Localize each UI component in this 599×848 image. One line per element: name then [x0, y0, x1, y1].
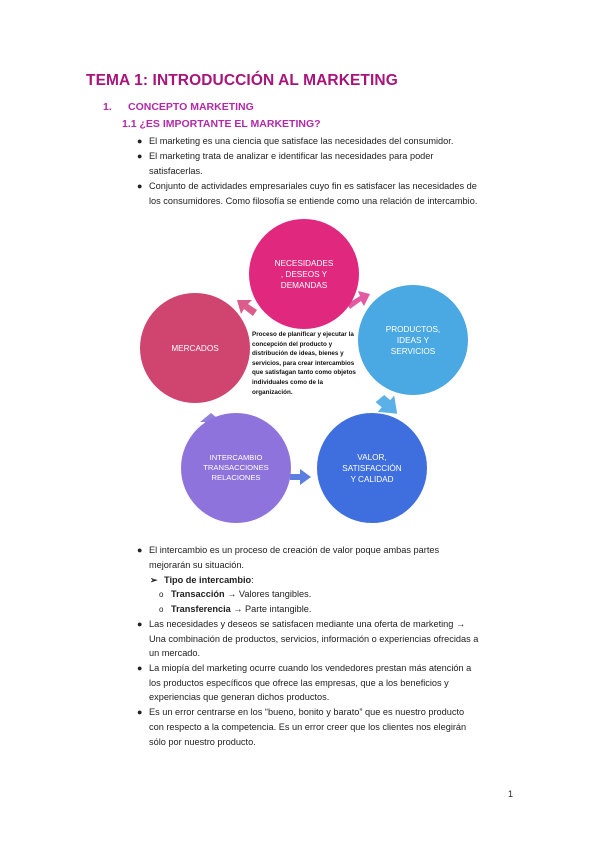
bullet-icon: ●: [137, 151, 143, 161]
bullet-continuation: con respecto a la competencia. Es un err…: [149, 722, 467, 732]
bullet-icon: ●: [137, 663, 143, 673]
section-heading: 1. CONCEPTO MARKETING: [103, 101, 254, 113]
bullet-text: Es un error centrarse en los “bueno, bon…: [149, 707, 465, 717]
arrow-bullet-icon: ➢: [150, 575, 158, 585]
bullet-item: ● Las necesidades y deseos se satisfacen…: [137, 617, 466, 633]
tipo-colon: :: [251, 575, 254, 585]
diagram-center-text: Proceso de planificar y ejecutar la conc…: [252, 331, 356, 396]
sub-sub-bullet-item: o Transacción → Valores tangibles.: [159, 587, 312, 603]
bullet-continuation: los consumidores. Como filosofía se enti…: [149, 196, 478, 206]
section-label: CONCEPTO MARKETING: [128, 101, 254, 113]
bullet-continuation: experiencias que generan dichos producto…: [149, 692, 330, 702]
transferencia-bold: Transferencia: [171, 604, 231, 614]
node-label: NECESIDADES , DESEOS Y DEMANDAS: [274, 258, 334, 290]
arrow-icon: [347, 291, 370, 309]
bullet-text: El intercambio es un proceso de creación…: [149, 545, 440, 555]
tipo-label: Tipo de intercambio: [164, 575, 252, 585]
node-mercados: MERCADOS: [140, 293, 250, 403]
node-intercambio: INTERCAMBIO TRANSACCIONES RELACIONES: [181, 413, 291, 523]
bullet-item: ● La miopía del marketing ocurre cuando …: [137, 661, 472, 677]
page-number: 1: [508, 789, 514, 799]
bullet-icon: ●: [137, 707, 143, 717]
node-productos: PRODUCTOS, IDEAS Y SERVICIOS: [358, 285, 468, 395]
bullet-continuation: satisfacerlas.: [149, 166, 203, 176]
bullet-continuation: mejorarán su situación.: [149, 560, 244, 570]
arrow-icon: [375, 394, 398, 414]
arrow-icon: [237, 300, 257, 316]
bullet-item: ● El intercambio es un proceso de creaci…: [137, 543, 440, 559]
bullet-continuation: sólo por nuestro producto.: [149, 737, 256, 747]
transaccion-rest: → Valores tangibles.: [224, 589, 312, 599]
bullet-item: ● Es un error centrarse en los “bueno, b…: [137, 705, 465, 721]
transferencia-rest: → Parte intangible.: [230, 604, 312, 614]
subsection-heading: 1.1 ¿ES IMPORTANTE EL MARKETING?: [122, 118, 321, 130]
node-necesidades: NECESIDADES , DESEOS Y DEMANDAS: [249, 219, 359, 329]
node-label: PRODUCTOS, IDEAS Y SERVICIOS: [385, 324, 441, 356]
circle-bullet-icon: o: [159, 605, 164, 614]
transaccion-bold: Transacción: [171, 589, 225, 599]
bullet-icon: ●: [137, 545, 143, 555]
node-label: VALOR, SATISFACCIÓN Y CALIDAD: [342, 452, 402, 484]
bullet-icon: ●: [137, 619, 143, 629]
bullet-continuation: un mercado.: [149, 648, 201, 658]
bullet-text: La miopía del marketing ocurre cuando lo…: [149, 663, 472, 673]
circle-bullet-icon: o: [159, 590, 164, 599]
bullet-item: ● El marketing trata de analizar e ident…: [137, 149, 434, 165]
node-valor: VALOR, SATISFACCIÓN Y CALIDAD: [317, 413, 427, 523]
node-label: MERCADOS: [171, 343, 219, 353]
sub-sub-bullet-item: o Transferencia → Parte intangible.: [159, 602, 312, 618]
bullet-text: El marketing es una ciencia que satisfac…: [149, 136, 454, 146]
bullet-icon: ●: [137, 181, 143, 191]
bullet-text: El marketing trata de analizar e identif…: [149, 151, 434, 161]
arrow-icon: [290, 469, 311, 485]
bullet-item: ● El marketing es una ciencia que satisf…: [137, 134, 454, 150]
sub-bullet-item: ➢ Tipo de intercambio:: [150, 573, 254, 589]
bullet-text: Conjunto de actividades empresariales cu…: [149, 181, 477, 191]
bullet-icon: ●: [137, 136, 143, 146]
page-title: TEMA 1: INTRODUCCIÓN AL MARKETING: [86, 72, 398, 89]
section-number: 1.: [103, 101, 112, 113]
bullet-item: ● Conjunto de actividades empresariales …: [137, 179, 477, 195]
node-label: INTERCAMBIO TRANSACCIONES RELACIONES: [203, 453, 269, 482]
bullet-continuation: los productos específicos que ofrece las…: [149, 678, 449, 688]
bullet-continuation: Una combinación de productos, servicios,…: [149, 634, 479, 644]
bullet-text: Las necesidades y deseos se satisfacen m…: [149, 619, 466, 629]
